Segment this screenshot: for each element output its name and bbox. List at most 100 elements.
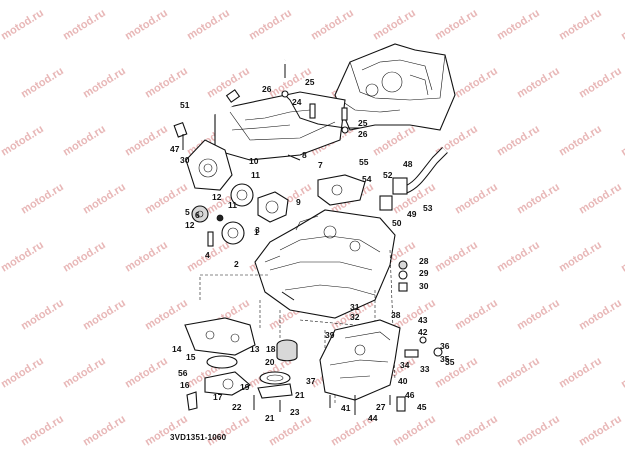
watermark-text: motod.ru xyxy=(391,413,438,448)
watermark-text: motod.ru xyxy=(557,123,604,158)
callout-11: 11 xyxy=(251,170,260,180)
watermark-text: motod.ru xyxy=(247,7,294,42)
watermark-text: motod.ru xyxy=(61,123,108,158)
callout-30: 30 xyxy=(419,281,429,291)
callout-43: 43 xyxy=(418,315,428,325)
relief-valve-parts xyxy=(396,260,443,412)
callout-6: 6 xyxy=(195,210,200,220)
crankcase-cover xyxy=(185,139,233,191)
callout-47: 47 xyxy=(170,144,180,154)
watermark-text: motod.ru xyxy=(577,297,624,332)
watermark-text: motod.ru xyxy=(453,65,500,100)
callout-45: 45 xyxy=(417,402,427,412)
cooler-bracket xyxy=(317,174,393,211)
callout-54: 54 xyxy=(362,174,372,184)
watermark-text: motod.ru xyxy=(619,355,625,390)
watermark-text: motod.ru xyxy=(0,123,46,158)
callout-13: 13 xyxy=(250,344,260,354)
callout-16: 16 xyxy=(180,380,190,390)
callout-18: 18 xyxy=(266,344,276,354)
oil-pump-assembly xyxy=(191,183,289,247)
watermark-text: motod.ru xyxy=(123,123,170,158)
callout-24: 24 xyxy=(292,97,302,107)
callout-38: 38 xyxy=(391,310,401,320)
callout-49: 49 xyxy=(407,209,417,219)
callout-53: 53 xyxy=(423,203,433,213)
callout-25-b: 25 xyxy=(358,118,368,128)
watermark-text: motod.ru xyxy=(81,413,128,448)
callout-5: 5 xyxy=(185,207,190,217)
watermark-text: motod.ru xyxy=(143,181,190,216)
callout-1: 1 xyxy=(254,227,259,237)
watermark-text: motod.ru xyxy=(0,239,46,274)
watermark-text: motod.ru xyxy=(453,297,500,332)
callout-15: 15 xyxy=(186,352,196,362)
watermark-text: motod.ru xyxy=(453,181,500,216)
callout-29: 29 xyxy=(419,268,429,278)
callout-35: 35 xyxy=(440,354,450,364)
watermark-text: motod.ru xyxy=(515,65,562,100)
callout-35-b: 35 xyxy=(445,357,455,367)
watermark-text: motod.ru xyxy=(371,7,418,42)
parts-drawing xyxy=(173,43,456,415)
watermark-text: motod.ru xyxy=(557,355,604,390)
callout-9: 9 xyxy=(296,197,301,207)
callout-20: 20 xyxy=(265,357,275,367)
watermark-text: motod.ru xyxy=(81,297,128,332)
watermark-text: motod.ru xyxy=(495,239,542,274)
watermark-text: motod.ru xyxy=(205,413,252,448)
watermark-text: motod.ru xyxy=(619,239,625,274)
watermark-text: motod.ru xyxy=(143,65,190,100)
filter-cover xyxy=(257,371,293,399)
callout-8: 8 xyxy=(302,150,307,160)
callout-44: 44 xyxy=(368,413,378,423)
callout-30-b: 30 xyxy=(180,155,190,165)
callout-26-b: 26 xyxy=(358,129,368,139)
callout-27: 27 xyxy=(376,402,386,412)
callout-40: 40 xyxy=(398,376,408,386)
callout-36: 36 xyxy=(440,341,450,351)
watermark-text: motod.ru xyxy=(185,7,232,42)
watermark-text: motod.ru xyxy=(495,7,542,42)
watermark-text: motod.ru xyxy=(577,65,624,100)
watermark-text: motod.ru xyxy=(433,239,480,274)
callout-32: 32 xyxy=(350,312,360,322)
callout-50: 50 xyxy=(392,218,402,228)
watermark-text: motod.ru xyxy=(557,239,604,274)
callout-26: 26 xyxy=(262,84,272,94)
callout-41: 41 xyxy=(341,403,351,413)
callout-25: 25 xyxy=(305,77,315,87)
watermark-text: motod.ru xyxy=(433,7,480,42)
callout-28: 28 xyxy=(419,256,429,266)
watermark-text: motod.ru xyxy=(81,181,128,216)
oil-strainer xyxy=(186,355,251,411)
callout-37: 37 xyxy=(306,376,316,386)
watermark-text: motod.ru xyxy=(453,413,500,448)
watermark-text: motod.ru xyxy=(0,355,46,390)
callout-46: 46 xyxy=(405,390,415,400)
watermark-text: motod.ru xyxy=(81,65,128,100)
callout-39: 39 xyxy=(325,330,335,340)
callout-42: 42 xyxy=(418,327,428,337)
lower-crankcase xyxy=(254,209,396,319)
callout-21: 21 xyxy=(295,390,305,400)
watermark-text: motod.ru xyxy=(557,7,604,42)
watermark-text: motod.ru xyxy=(61,355,108,390)
callout-51: 51 xyxy=(180,100,190,110)
watermark-text: motod.ru xyxy=(577,413,624,448)
callout-7: 7 xyxy=(318,160,323,170)
callout-56: 56 xyxy=(178,368,188,378)
watermark-text: motod.ru xyxy=(143,413,190,448)
callout-23: 23 xyxy=(290,407,300,417)
watermark-text: motod.ru xyxy=(123,239,170,274)
oil-pan-main xyxy=(319,319,401,401)
callout-19: 19 xyxy=(240,382,250,392)
callout-14: 14 xyxy=(172,344,182,354)
watermark-text: motod.ru xyxy=(0,7,46,42)
callout-17: 17 xyxy=(213,392,223,402)
callout-48: 48 xyxy=(403,159,413,169)
oil-hose-right xyxy=(392,147,448,195)
watermark-text: motod.ru xyxy=(19,297,66,332)
watermark-text: motod.ru xyxy=(309,7,356,42)
